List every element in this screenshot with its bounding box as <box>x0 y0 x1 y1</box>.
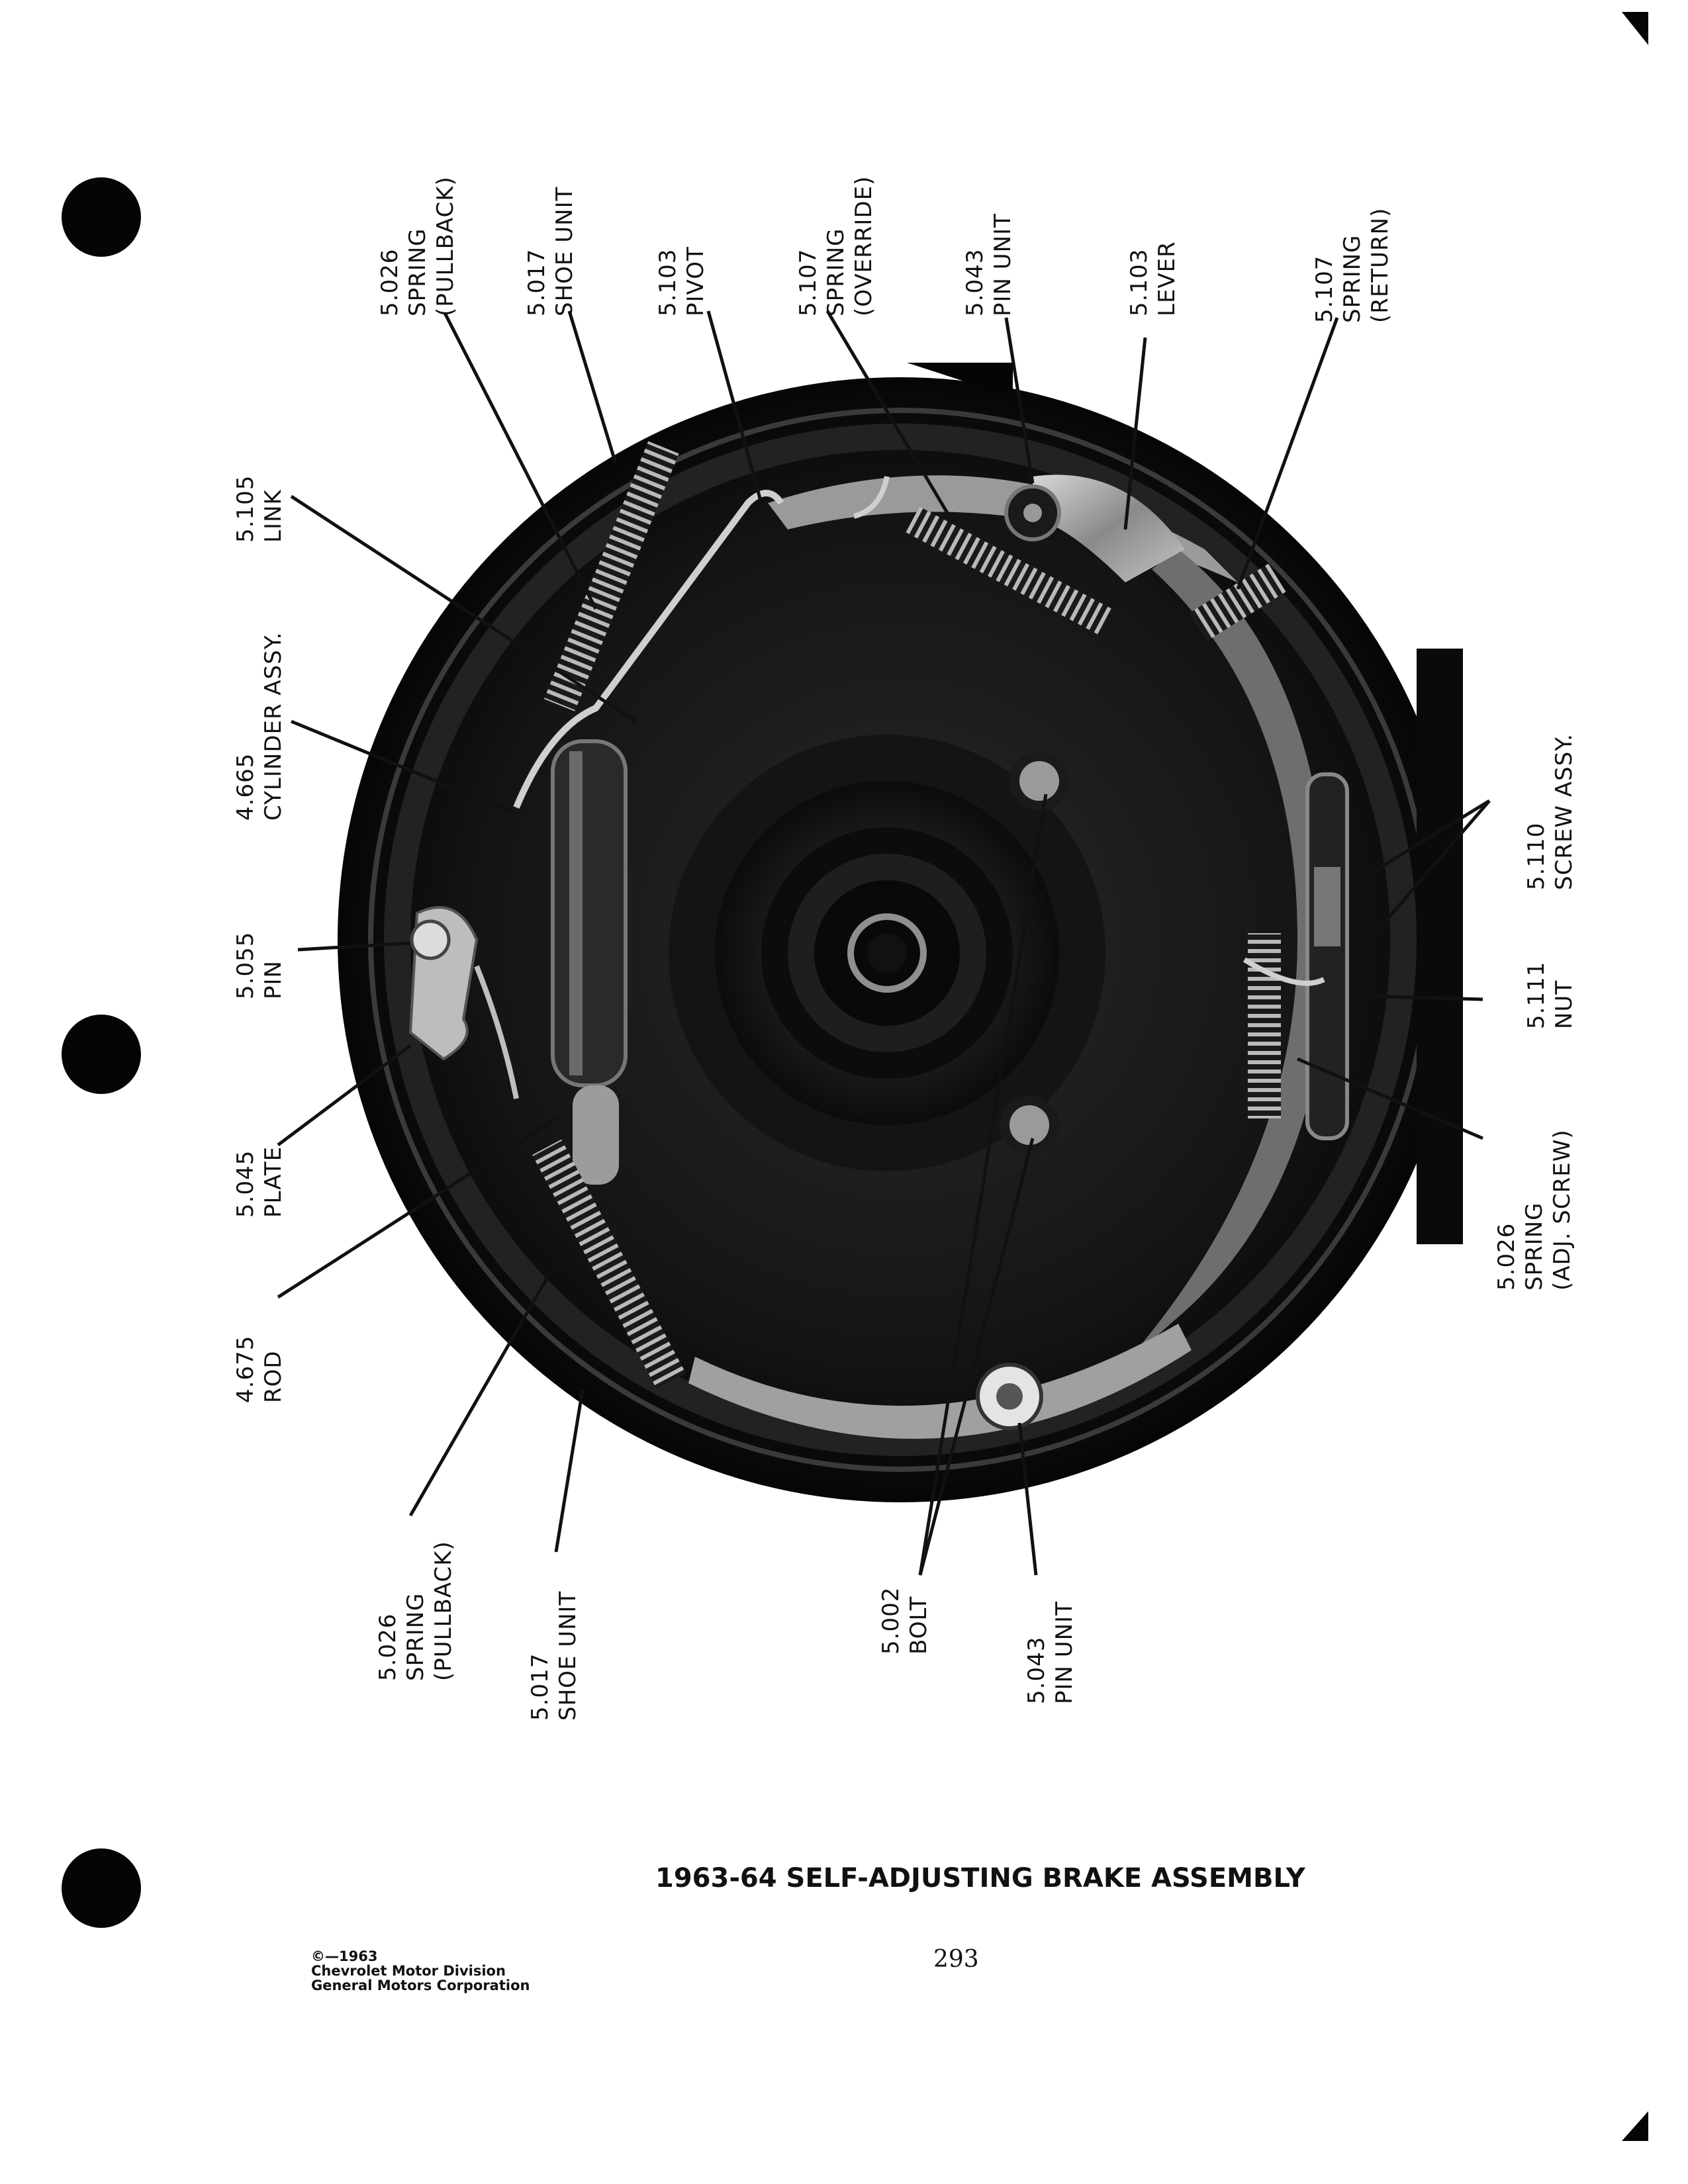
shoe-bottom <box>688 1324 1192 1439</box>
punch-hole-middle <box>62 1015 141 1094</box>
punch-hole-bottom <box>62 1848 141 1928</box>
wheel-cylinder <box>551 739 628 1087</box>
leader-lines <box>277 310 1491 1576</box>
shoe-right <box>1125 549 1331 1363</box>
copyright-notice: ©—1963 Chevrolet Motor Division General … <box>311 1948 530 1993</box>
page-number: 293 <box>933 1946 979 1973</box>
figure-caption: 1963-64 SELF-ADJUSTING BRAKE ASSEMBLY <box>655 1863 1305 1893</box>
adjusting-screw <box>1305 772 1349 1140</box>
punch-hole-top <box>62 177 141 257</box>
corner-mark-bottom-icon <box>1622 2111 1648 2141</box>
shoe-top <box>768 475 1238 582</box>
corner-mark-top-icon <box>1622 12 1648 45</box>
